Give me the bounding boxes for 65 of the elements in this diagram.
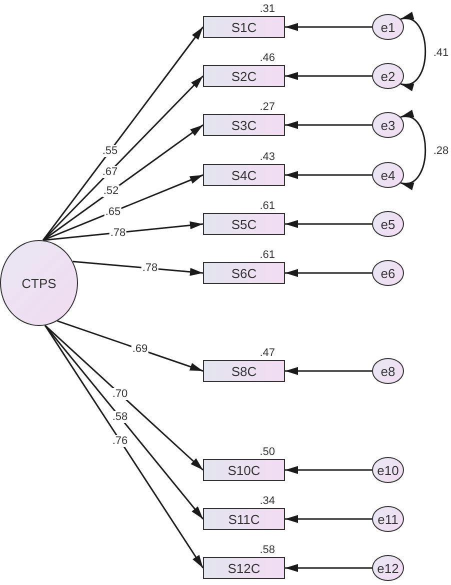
observed-variable-box: S12C	[203, 557, 285, 579]
path-arrow	[285, 220, 372, 228]
error-term-circle: e2	[372, 63, 404, 89]
path-arrow	[285, 466, 372, 474]
path-arrow	[44, 325, 204, 568]
error-term-circle: e11	[372, 506, 404, 532]
latent-variable-ellipse: CTPS	[0, 240, 78, 326]
edge-label: .55	[101, 145, 119, 157]
observed-variable-box: S5C	[203, 213, 285, 235]
observed-variable-box: S4C	[203, 164, 285, 186]
r-squared-label: .47	[260, 347, 275, 359]
observed-variable-box: S1C	[203, 16, 285, 38]
path-arrow	[44, 324, 204, 471]
covariance-arrow	[400, 112, 426, 188]
r-squared-label: .61	[260, 249, 275, 261]
path-arrow	[285, 23, 372, 31]
r-squared-label: .31	[260, 3, 275, 15]
error-term-circle: e4	[372, 162, 404, 188]
path-arrow	[44, 325, 204, 520]
observed-variable-box: S10C	[203, 459, 285, 481]
path-arrow	[285, 72, 372, 80]
edge-label: .78	[141, 262, 159, 274]
path-arrow	[42, 26, 204, 241]
edge-label: .52	[102, 185, 120, 198]
edge-label: .67	[101, 166, 119, 178]
covariance-arrow	[400, 14, 426, 89]
edge-label: .41	[432, 47, 450, 59]
path-arrow	[285, 121, 372, 129]
error-term-circle: e3	[372, 112, 404, 138]
path-arrow	[285, 269, 372, 277]
r-squared-label: .46	[260, 52, 275, 64]
error-term-circle: e8	[372, 358, 404, 384]
r-squared-label: .50	[260, 446, 275, 458]
r-squared-label: .58	[260, 544, 275, 556]
path-arrow	[285, 171, 372, 179]
path-arrow	[72, 260, 204, 276]
edge-label: .70	[111, 388, 129, 400]
r-squared-label: .34	[260, 495, 275, 507]
r-squared-label: .61	[260, 200, 275, 212]
error-term-circle: e12	[372, 555, 404, 581]
r-squared-label: .43	[260, 151, 275, 163]
r-squared-label: .27	[260, 101, 275, 113]
edge-label: .78	[109, 226, 127, 239]
path-arrow	[42, 75, 204, 241]
path-arrow	[285, 515, 372, 523]
path-arrow	[42, 174, 204, 241]
edge-label: .76	[111, 434, 129, 446]
path-arrow	[42, 124, 204, 241]
path-arrow	[43, 221, 204, 241]
edge-label: .65	[104, 206, 122, 218]
observed-variable-box: S11C	[203, 508, 285, 530]
error-term-circle: e5	[372, 211, 404, 237]
error-term-circle: e6	[372, 260, 404, 286]
edge-label: .28	[432, 145, 450, 157]
observed-variable-box: S2C	[203, 65, 285, 87]
edge-label: .58	[111, 411, 129, 424]
observed-variable-box: S3C	[203, 114, 285, 136]
error-term-circle: e10	[372, 457, 404, 483]
edge-label: .69	[131, 343, 149, 356]
observed-variable-box: S8C	[203, 360, 285, 382]
error-term-circle: e1	[372, 14, 404, 40]
path-arrow	[285, 367, 372, 375]
observed-variable-box: S6C	[203, 262, 285, 284]
path-arrow	[285, 564, 372, 572]
path-arrow	[57, 320, 204, 372]
